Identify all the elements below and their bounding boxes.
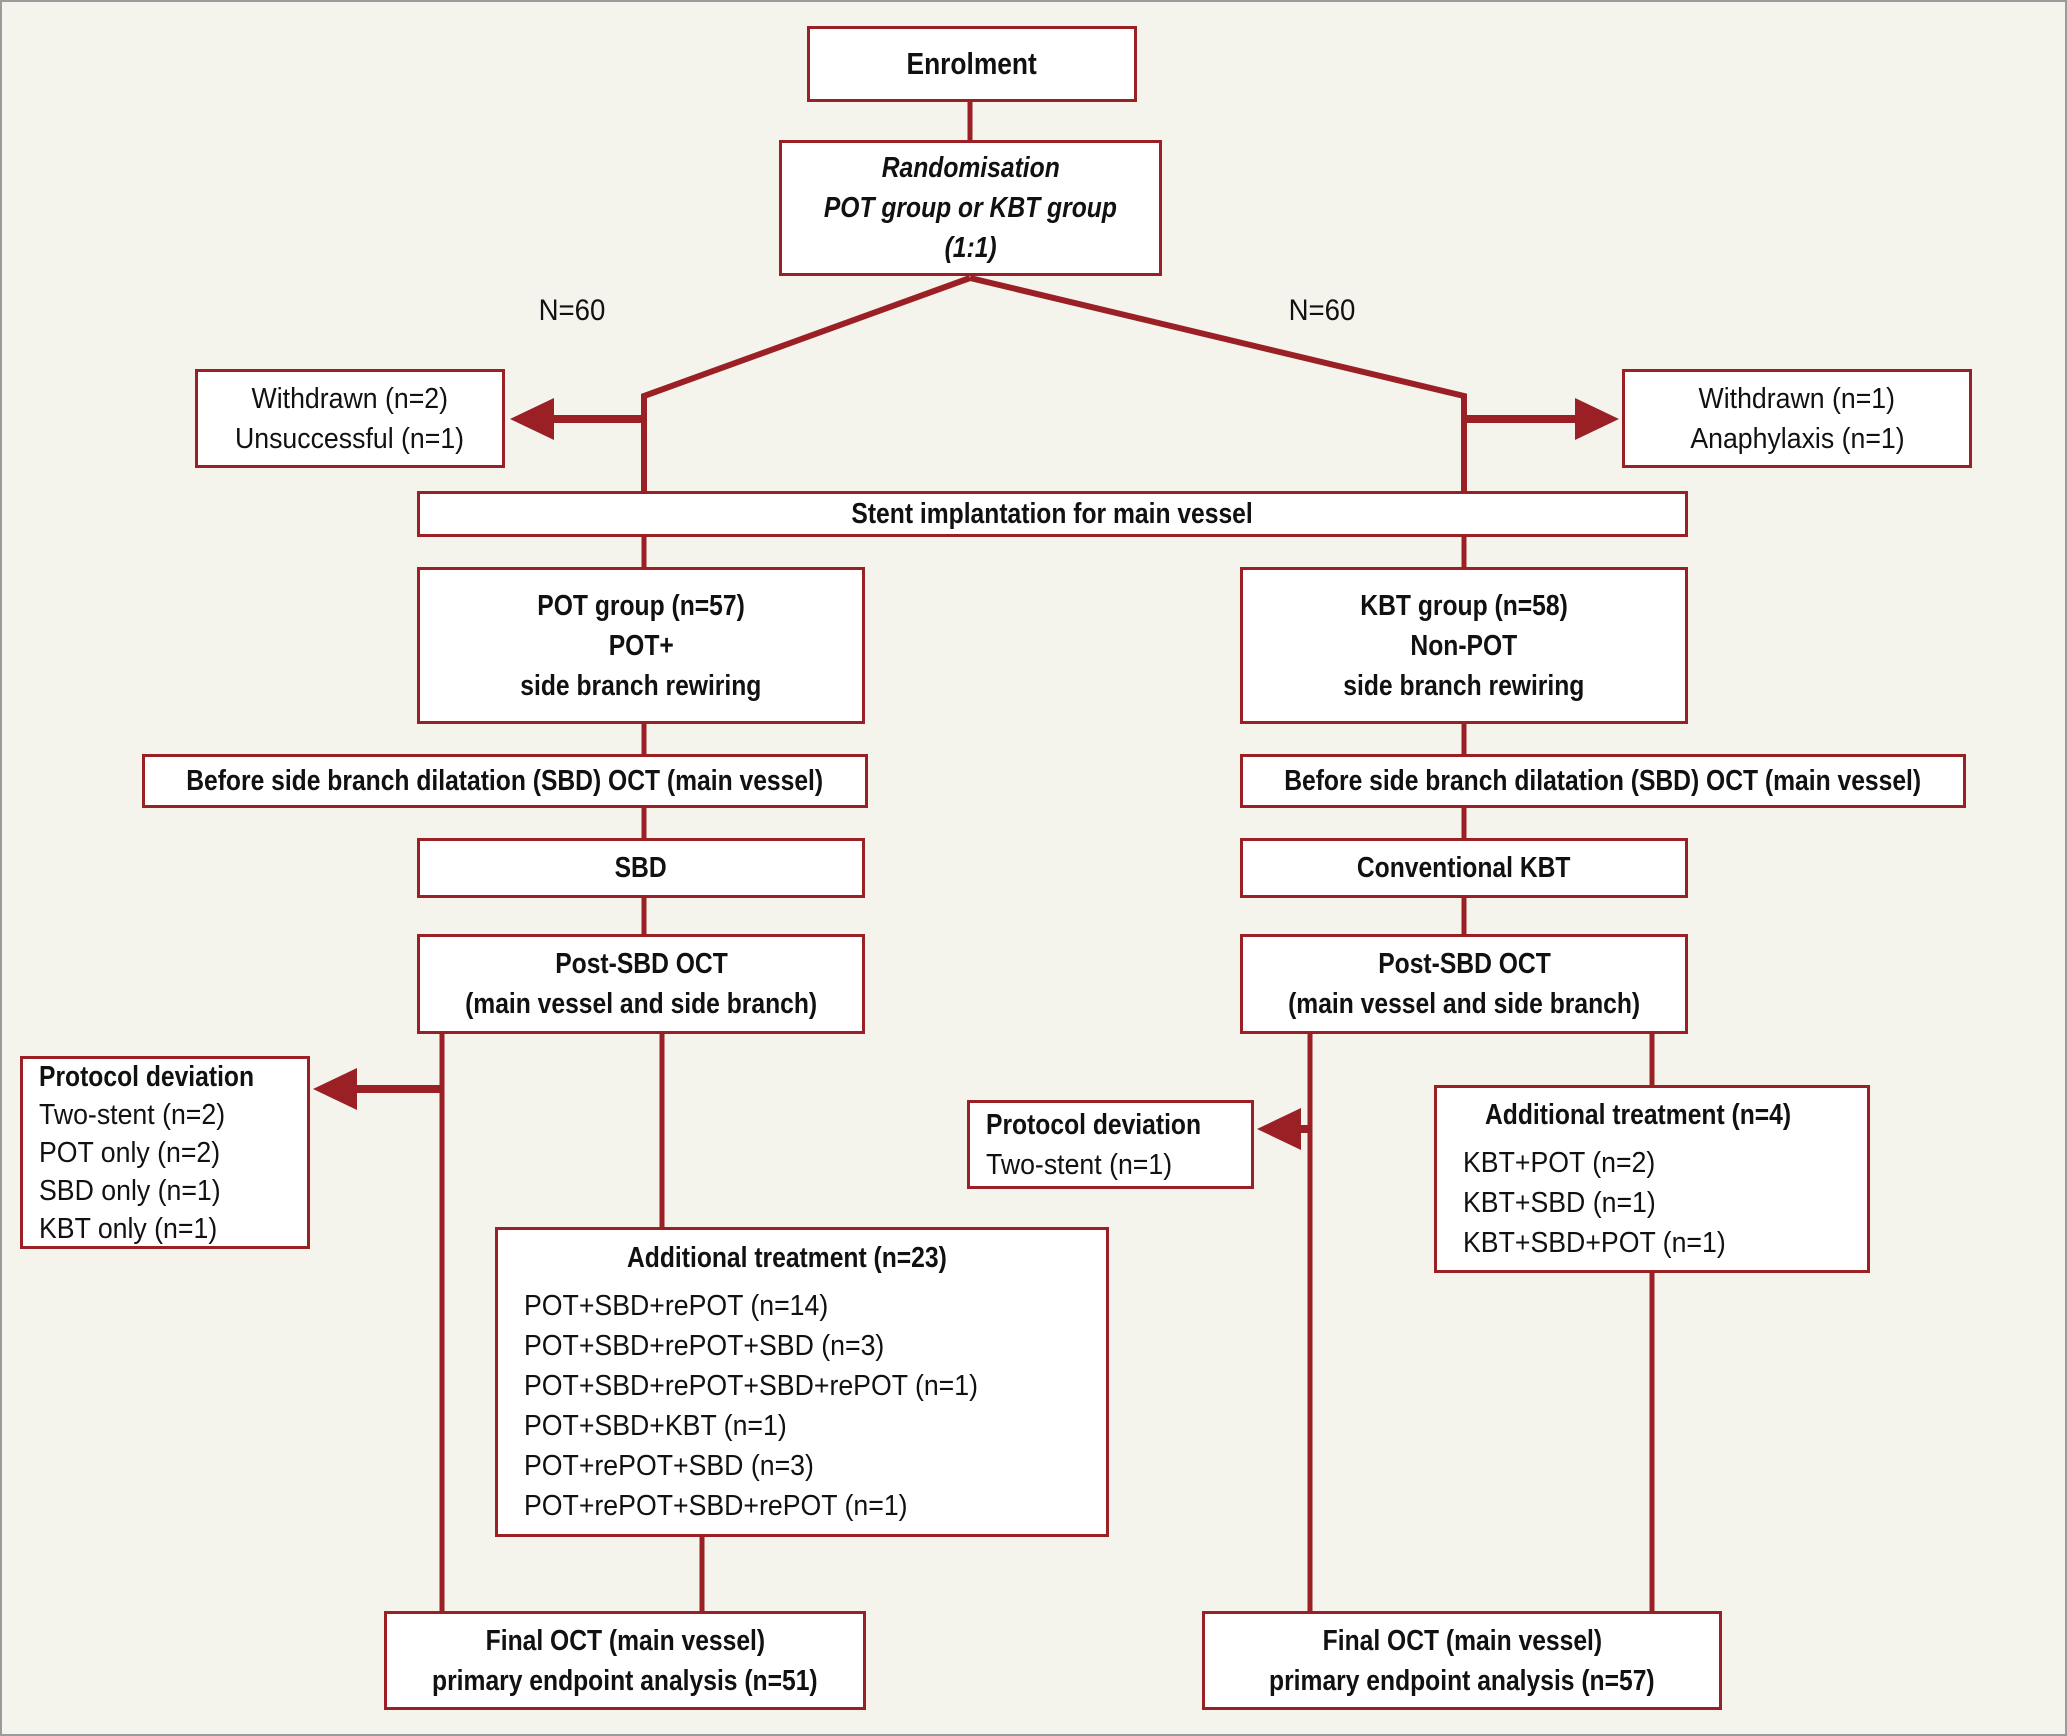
before-sbd-oct-left-label: Before side branch dilatation (SBD) OCT …: [186, 765, 824, 797]
enrolment-box: Enrolment: [807, 26, 1137, 102]
additional-treatment-left-title: Additional treatment (n=23): [626, 1242, 947, 1274]
branch-left-line: [641, 275, 972, 493]
post-sbd-oct-right-box: Post-SBD OCT (main vessel and side branc…: [1240, 934, 1688, 1034]
branch-left-n-label: N=60: [538, 294, 606, 327]
arrow-to-withdrawn-right: [1464, 398, 1619, 440]
arrow-to-protocol-deviation-right: [1257, 1108, 1310, 1150]
post-sbd-oct-left-line: (main vessel and side branch): [464, 988, 818, 1020]
protocol-deviation-right-title: Protocol deviation: [986, 1108, 1202, 1141]
additional-treatment-right-item: KBT+SBD+POT (n=1): [1463, 1227, 1726, 1259]
before-sbd-oct-right-label: Before side branch dilatation (SBD) OCT …: [1284, 765, 1922, 797]
randomisation-line: (1:1): [944, 232, 997, 264]
kbt-group-box: KBT group (n=58) Non-POT side branch rew…: [1240, 567, 1688, 724]
protocol-deviation-right-item: Two-stent (n=1): [986, 1148, 1173, 1181]
conventional-kbt-label: Conventional KBT: [1357, 852, 1571, 884]
randomisation-line: Randomisation: [881, 152, 1060, 184]
pot-group-box: POT group (n=57) POT+ side branch rewiri…: [417, 567, 865, 724]
final-oct-right-box: Final OCT (main vessel) primary endpoint…: [1202, 1611, 1722, 1710]
additional-treatment-left-box: Additional treatment (n=23) POT+SBD+rePO…: [495, 1227, 1109, 1537]
withdrawn-left-line: Unsuccessful (n=1): [235, 422, 465, 455]
protocol-deviation-left-item: SBD only (n=1): [39, 1174, 221, 1207]
additional-treatment-right-item: KBT+POT (n=2): [1463, 1147, 1656, 1179]
before-sbd-oct-right-box: Before side branch dilatation (SBD) OCT …: [1240, 754, 1966, 808]
branch-right-n-label: N=60: [1288, 294, 1356, 327]
stent-implantation-box: Stent implantation for main vessel: [417, 491, 1688, 537]
additional-treatment-left-item: POT+SBD+rePOT+SBD+rePOT (n=1): [524, 1370, 978, 1402]
protocol-deviation-left-item: POT only (n=2): [39, 1136, 221, 1169]
randomisation-line: POT group or KBT group: [823, 192, 1118, 224]
additional-treatment-left-item: POT+rePOT+SBD (n=3): [524, 1450, 814, 1482]
protocol-deviation-left-item: Two-stent (n=2): [39, 1098, 226, 1131]
additional-treatment-left-item: POT+rePOT+SBD+rePOT (n=1): [524, 1490, 908, 1522]
post-sbd-oct-left-line: Post-SBD OCT: [554, 948, 728, 980]
withdrawn-left-box: Withdrawn (n=2) Unsuccessful (n=1): [195, 369, 505, 468]
stent-implantation-label: Stent implantation for main vessel: [851, 498, 1254, 530]
enrolment-label: Enrolment: [906, 46, 1038, 81]
post-sbd-oct-right-line: Post-SBD OCT: [1377, 948, 1551, 980]
pot-group-line: side branch rewiring: [520, 669, 762, 702]
withdrawn-right-line: Anaphylaxis (n=1): [1689, 422, 1905, 455]
sbd-box: SBD: [417, 838, 865, 898]
before-sbd-oct-left-box: Before side branch dilatation (SBD) OCT …: [142, 754, 868, 808]
pot-group-line: POT+: [608, 629, 674, 662]
final-oct-left-box: Final OCT (main vessel) primary endpoint…: [384, 1611, 866, 1710]
arrow-to-withdrawn-left: [510, 398, 644, 440]
additional-treatment-left-item: POT+SBD+rePOT+SBD (n=3): [524, 1330, 885, 1362]
additional-treatment-left-item: POT+SBD+KBT (n=1): [524, 1410, 787, 1442]
additional-treatment-left-item: POT+SBD+rePOT (n=14): [524, 1290, 829, 1322]
additional-treatment-right-title: Additional treatment (n=4): [1484, 1099, 1792, 1131]
final-oct-left-line: primary endpoint analysis (n=51): [432, 1664, 818, 1697]
randomisation-box: Randomisation POT group or KBT group (1:…: [779, 140, 1162, 276]
protocol-deviation-left-box: Protocol deviation Two-stent (n=2) POT o…: [20, 1056, 310, 1249]
additional-treatment-right-box: Additional treatment (n=4) KBT+POT (n=2)…: [1434, 1085, 1870, 1273]
kbt-group-line: Non-POT: [1410, 629, 1518, 662]
pot-group-line: POT group (n=57): [537, 589, 745, 622]
post-sbd-oct-left-box: Post-SBD OCT (main vessel and side branc…: [417, 934, 865, 1034]
final-oct-left-line: Final OCT (main vessel): [485, 1624, 765, 1657]
protocol-deviation-left-title: Protocol deviation: [39, 1060, 255, 1093]
protocol-deviation-right-box: Protocol deviation Two-stent (n=1): [967, 1100, 1254, 1189]
sbd-label: SBD: [614, 852, 668, 884]
kbt-group-line: side branch rewiring: [1343, 669, 1585, 702]
withdrawn-right-line: Withdrawn (n=1): [1698, 382, 1896, 415]
branch-right-line: [969, 275, 1467, 493]
additional-treatment-right-item: KBT+SBD (n=1): [1463, 1187, 1656, 1219]
withdrawn-right-box: Withdrawn (n=1) Anaphylaxis (n=1): [1622, 369, 1972, 468]
conventional-kbt-box: Conventional KBT: [1240, 838, 1688, 898]
final-oct-right-line: Final OCT (main vessel): [1322, 1624, 1602, 1657]
final-oct-right-line: primary endpoint analysis (n=57): [1269, 1664, 1655, 1697]
withdrawn-left-line: Withdrawn (n=2): [251, 382, 449, 415]
kbt-group-line: KBT group (n=58): [1360, 589, 1568, 622]
protocol-deviation-left-item: KBT only (n=1): [39, 1212, 218, 1245]
arrow-to-protocol-deviation-left: [313, 1068, 442, 1110]
post-sbd-oct-right-line: (main vessel and side branch): [1287, 988, 1641, 1020]
